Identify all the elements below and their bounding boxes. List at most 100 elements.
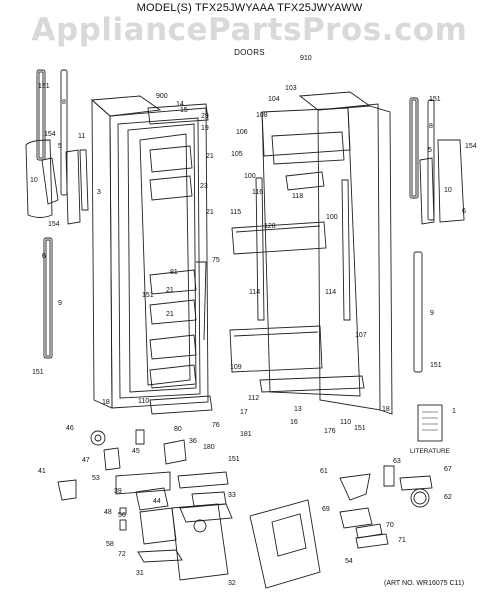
callout-54: 54 — [345, 558, 353, 565]
callout-3: 3 — [97, 189, 101, 196]
bracket-67 — [399, 475, 433, 491]
callout-62: 62 — [444, 494, 452, 501]
shelf-bin-3 — [149, 269, 197, 295]
callout-105: 105 — [231, 151, 243, 158]
liner-recess — [139, 133, 191, 386]
side-rail-right — [341, 179, 351, 321]
chute-61 — [339, 473, 371, 501]
callout-41: 41 — [38, 468, 46, 475]
gasket-strip-right-upper — [409, 97, 419, 199]
callout-75: 75 — [212, 257, 220, 264]
callout-900: 900 — [156, 93, 168, 100]
callout-151: 151 — [228, 456, 240, 463]
callout-72: 72 — [118, 551, 126, 558]
handle-bracket-left — [65, 149, 81, 225]
callout-13: 13 — [294, 406, 302, 413]
callout-39: 39 — [114, 488, 122, 495]
callout-8: 8 — [62, 99, 66, 106]
callout-5: 5 — [58, 143, 62, 150]
dispenser-housing-32 — [171, 503, 229, 581]
part-71 — [355, 533, 389, 549]
door-cap-top — [147, 103, 209, 125]
callout-176: 176 — [324, 428, 336, 435]
callout-151: 151 — [142, 292, 154, 299]
door-edge — [91, 98, 113, 409]
callout-910: 910 — [300, 55, 312, 62]
door-wire — [196, 261, 207, 341]
gasket-curve-left — [25, 139, 53, 218]
callout-14: 14 — [176, 101, 184, 108]
gasket-strip-left-upper — [36, 69, 46, 161]
callout-45: 45 — [132, 448, 140, 455]
callout-115: 115 — [230, 209, 241, 216]
callout-154: 154 — [48, 221, 60, 228]
door-top-right — [298, 91, 372, 111]
callout-9: 9 — [58, 300, 62, 307]
callout-110: 110 — [138, 398, 149, 405]
bin-lip-lower — [233, 331, 319, 337]
callout-70: 70 — [386, 522, 394, 529]
callout-10: 10 — [444, 187, 452, 194]
callout-21: 21 — [166, 311, 174, 318]
gasket-ring-62 — [410, 488, 430, 508]
top-shelf-right — [271, 131, 345, 165]
callout-108: 108 — [256, 112, 268, 119]
door-outer-panel — [109, 107, 209, 409]
gasket-curve-right — [437, 139, 465, 223]
callout-128: 128 — [264, 223, 276, 230]
callout-46: 46 — [66, 425, 74, 432]
handle-left — [41, 157, 59, 205]
callout-181: 181 — [240, 431, 252, 438]
callout-109: 109 — [230, 364, 242, 371]
callout-10: 10 — [30, 177, 38, 184]
callout-58: 58 — [106, 541, 114, 548]
callout-32: 32 — [228, 580, 236, 587]
door-edge-right — [369, 105, 393, 415]
shelf-bin-6 — [149, 364, 197, 389]
callout-53: 53 — [92, 475, 100, 482]
plate-53 — [115, 471, 171, 495]
gasket-inner-right — [411, 99, 417, 197]
callout-9: 9 — [430, 310, 434, 317]
callout-15: 15 — [180, 107, 188, 114]
shelf-bin-4 — [149, 299, 197, 325]
callout-21: 21 — [206, 209, 214, 216]
gasket-strip-long — [60, 69, 68, 196]
door-bottom-trim — [259, 375, 365, 393]
part-70 — [355, 523, 383, 539]
cover-opening — [271, 513, 307, 557]
callout-5: 5 — [428, 147, 432, 154]
shelf-bin-1 — [149, 145, 193, 173]
trim-strip-left — [79, 149, 89, 211]
door-liner-right — [261, 107, 361, 397]
callout-151: 151 — [32, 369, 44, 376]
shelf-bin-5 — [149, 334, 197, 360]
callout-61: 61 — [320, 468, 328, 475]
callout-69: 69 — [322, 506, 330, 513]
callout-107: 107 — [355, 332, 367, 339]
part-69 — [339, 507, 373, 529]
callout-18: 18 — [382, 406, 390, 413]
callout-18: 18 — [102, 399, 110, 406]
callout-154: 154 — [44, 131, 56, 138]
handle-right — [419, 157, 435, 225]
callout-6: 6 — [462, 208, 466, 215]
callout-104: 104 — [268, 96, 280, 103]
part-72 — [119, 519, 127, 531]
door-bottom-cap — [149, 395, 213, 415]
door-bin-upper — [231, 221, 327, 255]
knob-46 — [90, 430, 106, 446]
gasket-ring-inner — [413, 491, 427, 505]
callout-114: 114 — [325, 289, 336, 296]
watermark-logo: AppliancePartsPros.com — [31, 12, 468, 48]
callout-71: 71 — [398, 537, 406, 544]
actuator-58 — [139, 507, 177, 545]
housing-feature — [193, 519, 207, 533]
callout-44: 44 — [153, 498, 161, 505]
callout-23: 23 — [200, 183, 208, 190]
callout-114: 114 — [249, 289, 260, 296]
callout-29: 29 — [201, 113, 209, 120]
gasket-strip-left-lower — [43, 237, 53, 359]
callout-100: 100 — [326, 214, 338, 221]
